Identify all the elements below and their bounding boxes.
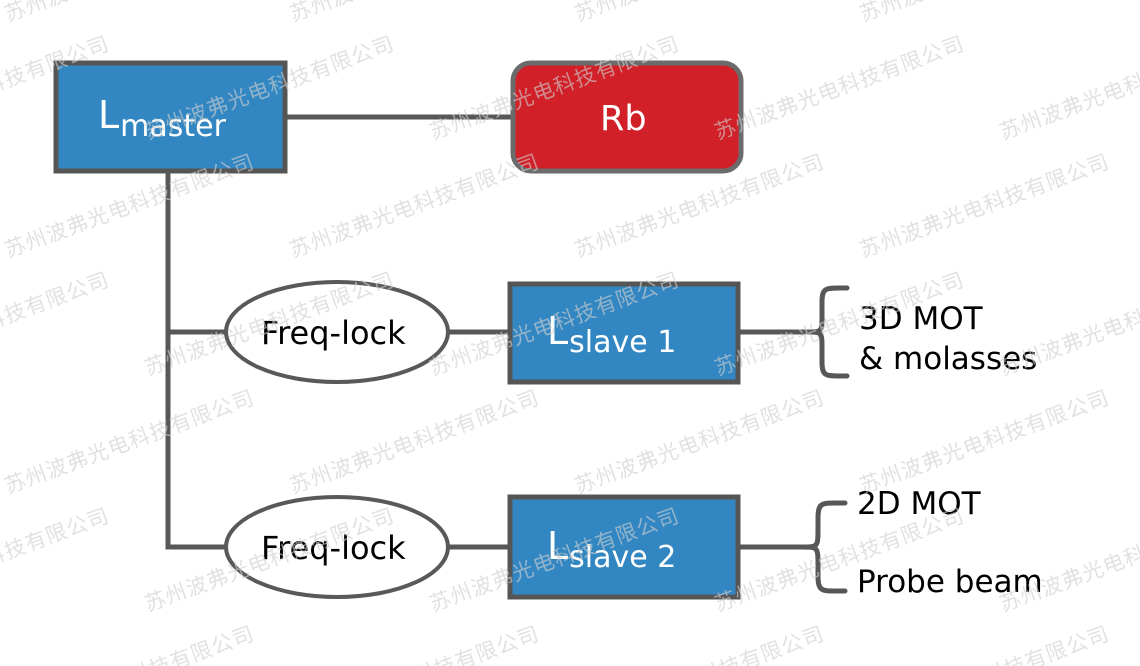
reference-cell-box-rb <box>510 60 744 174</box>
brace-branch-upper-2 <box>799 500 848 550</box>
laser-box-slave-1 <box>507 281 741 385</box>
laser-box-slave-2 <box>507 494 741 600</box>
brace-branch-upper-1 <box>803 285 850 335</box>
brace-branch-lower-1 <box>803 329 850 379</box>
ellipse-freq-lock-1 <box>224 280 450 384</box>
brace-branch-lower-2 <box>799 544 848 594</box>
ellipse-freq-lock-2 <box>224 495 450 599</box>
laser-box-master <box>53 60 288 174</box>
